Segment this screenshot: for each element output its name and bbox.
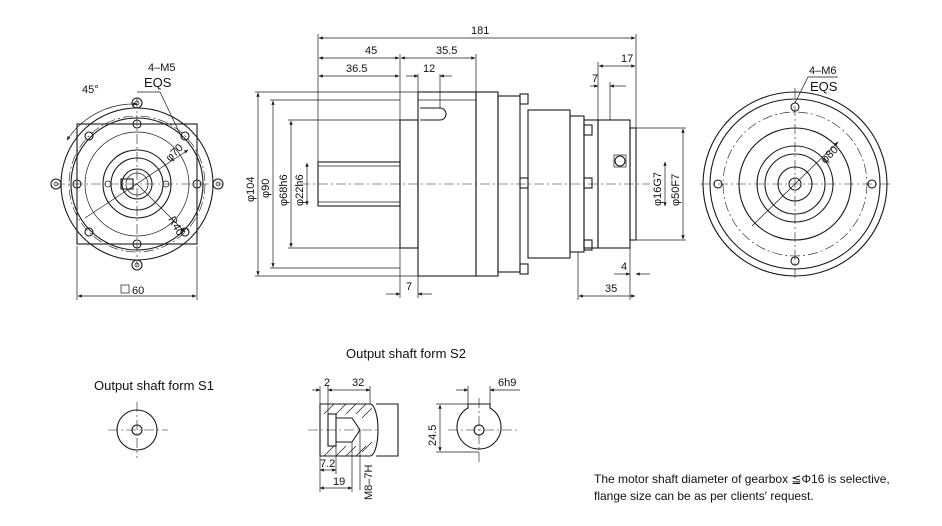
s2-detail xyxy=(308,386,399,492)
front-pcd-label: φ70 xyxy=(164,142,186,164)
dim-7-bottom: 7 xyxy=(406,281,412,293)
s2-key-height: 24.5 xyxy=(427,425,439,446)
s2-end-view xyxy=(436,386,520,462)
s2-title: Output shaft form S2 xyxy=(346,346,466,361)
dim-overall-length: 181 xyxy=(471,25,489,37)
footnote: The motor shaft diameter of gearbox ≦Φ16… xyxy=(594,471,934,505)
s1-title: Output shaft form S1 xyxy=(94,378,214,393)
s2-dim-2: 2 xyxy=(324,377,330,389)
s1-detail xyxy=(108,402,168,458)
front-hole-spec: 4–M5 xyxy=(148,62,176,74)
dim-dia-104: φ104 xyxy=(245,177,257,203)
s2-thread: M8–7H xyxy=(363,464,375,500)
footnote-line-2: flange size can be as per clients′ reque… xyxy=(594,489,814,503)
footnote-line-1: The motor shaft diameter of gearbox ≦Φ16… xyxy=(594,472,890,486)
dim-dia-22: φ22h6 xyxy=(294,174,306,206)
front-square-label: 60 xyxy=(132,285,144,297)
side-view xyxy=(255,34,686,300)
front-view xyxy=(50,91,224,300)
dim-dia-68: φ68h6 xyxy=(278,174,290,206)
rear-hole-spec: 4–M6 xyxy=(809,65,837,77)
dim-35-5: 35.5 xyxy=(436,45,457,57)
dim-dia-50: φ50F7 xyxy=(670,174,682,206)
s2-dim-32: 32 xyxy=(352,377,364,389)
rear-hole-eqs: EQS xyxy=(810,79,838,94)
dim-4: 4 xyxy=(621,261,627,273)
dim-17: 17 xyxy=(621,53,633,65)
dim-35: 35 xyxy=(605,283,617,295)
dim-7-top: 7 xyxy=(592,73,598,85)
dim-dia-90: φ90 xyxy=(260,179,272,198)
rear-view xyxy=(700,76,890,280)
dim-dia-16: φ16G7 xyxy=(652,172,664,206)
dim-36-5: 36.5 xyxy=(346,63,367,75)
dim-45: 45 xyxy=(365,45,377,57)
s2-hatching xyxy=(323,403,373,457)
dim-key-length: 12 xyxy=(423,63,435,75)
front-hole-eqs: EQS xyxy=(144,75,172,90)
s2-dim-7-2: 7.2 xyxy=(320,458,335,470)
front-angle-label: 45° xyxy=(82,84,99,96)
s2-key-width: 6h9 xyxy=(498,377,516,389)
s2-dim-19: 19 xyxy=(333,476,345,488)
